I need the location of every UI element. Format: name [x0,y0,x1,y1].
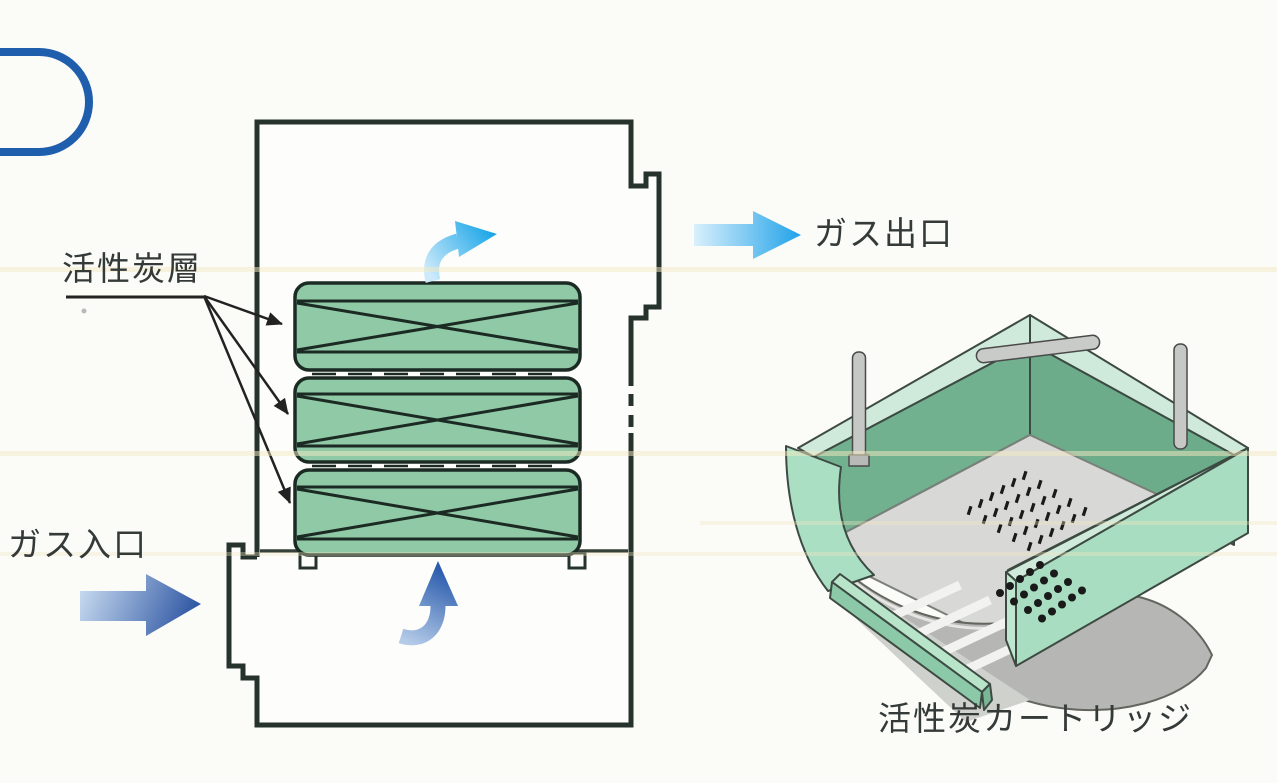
gas-outlet-arrow [694,211,801,259]
carbon-layer-1 [293,281,582,372]
carbon-layer-stack [293,281,582,557]
upper-flow-arrow [424,221,497,283]
handle-bar [975,334,1101,364]
filter-vessel [226,119,662,728]
gas-outlet-label: ガス出口 [814,214,954,253]
carbon-layer-label: 活性炭層 [62,249,202,288]
vessel-outline-lower [226,433,634,728]
layer-junction-dashes [312,372,562,468]
blue-pill-outline-decoration [0,48,93,156]
scan-speck [81,308,87,314]
near-right-wall-endcap [1005,571,1017,667]
guide-pin-left [848,351,870,467]
carbon-layer-2 [293,376,582,464]
gas-inlet-label: ガス入口 [8,525,148,564]
perforation-dots-lower [996,561,1086,623]
cartridge-foot-right [567,551,587,570]
perforation-slots-upper [966,470,1088,552]
lower-flow-arrow [398,561,458,646]
cartridge-caption: 活性炭カートリッジ [878,699,1193,738]
guide-pin-right [1173,343,1188,450]
vessel-outline-upper [254,119,662,557]
carbon-layer-leaders [66,294,292,504]
bottom-rail [829,573,993,711]
gas-inlet-arrow [80,574,201,636]
carbon-layer-3 [293,468,582,557]
scan-streaks [0,267,1277,556]
cartridge-3d-figure [785,314,1249,722]
